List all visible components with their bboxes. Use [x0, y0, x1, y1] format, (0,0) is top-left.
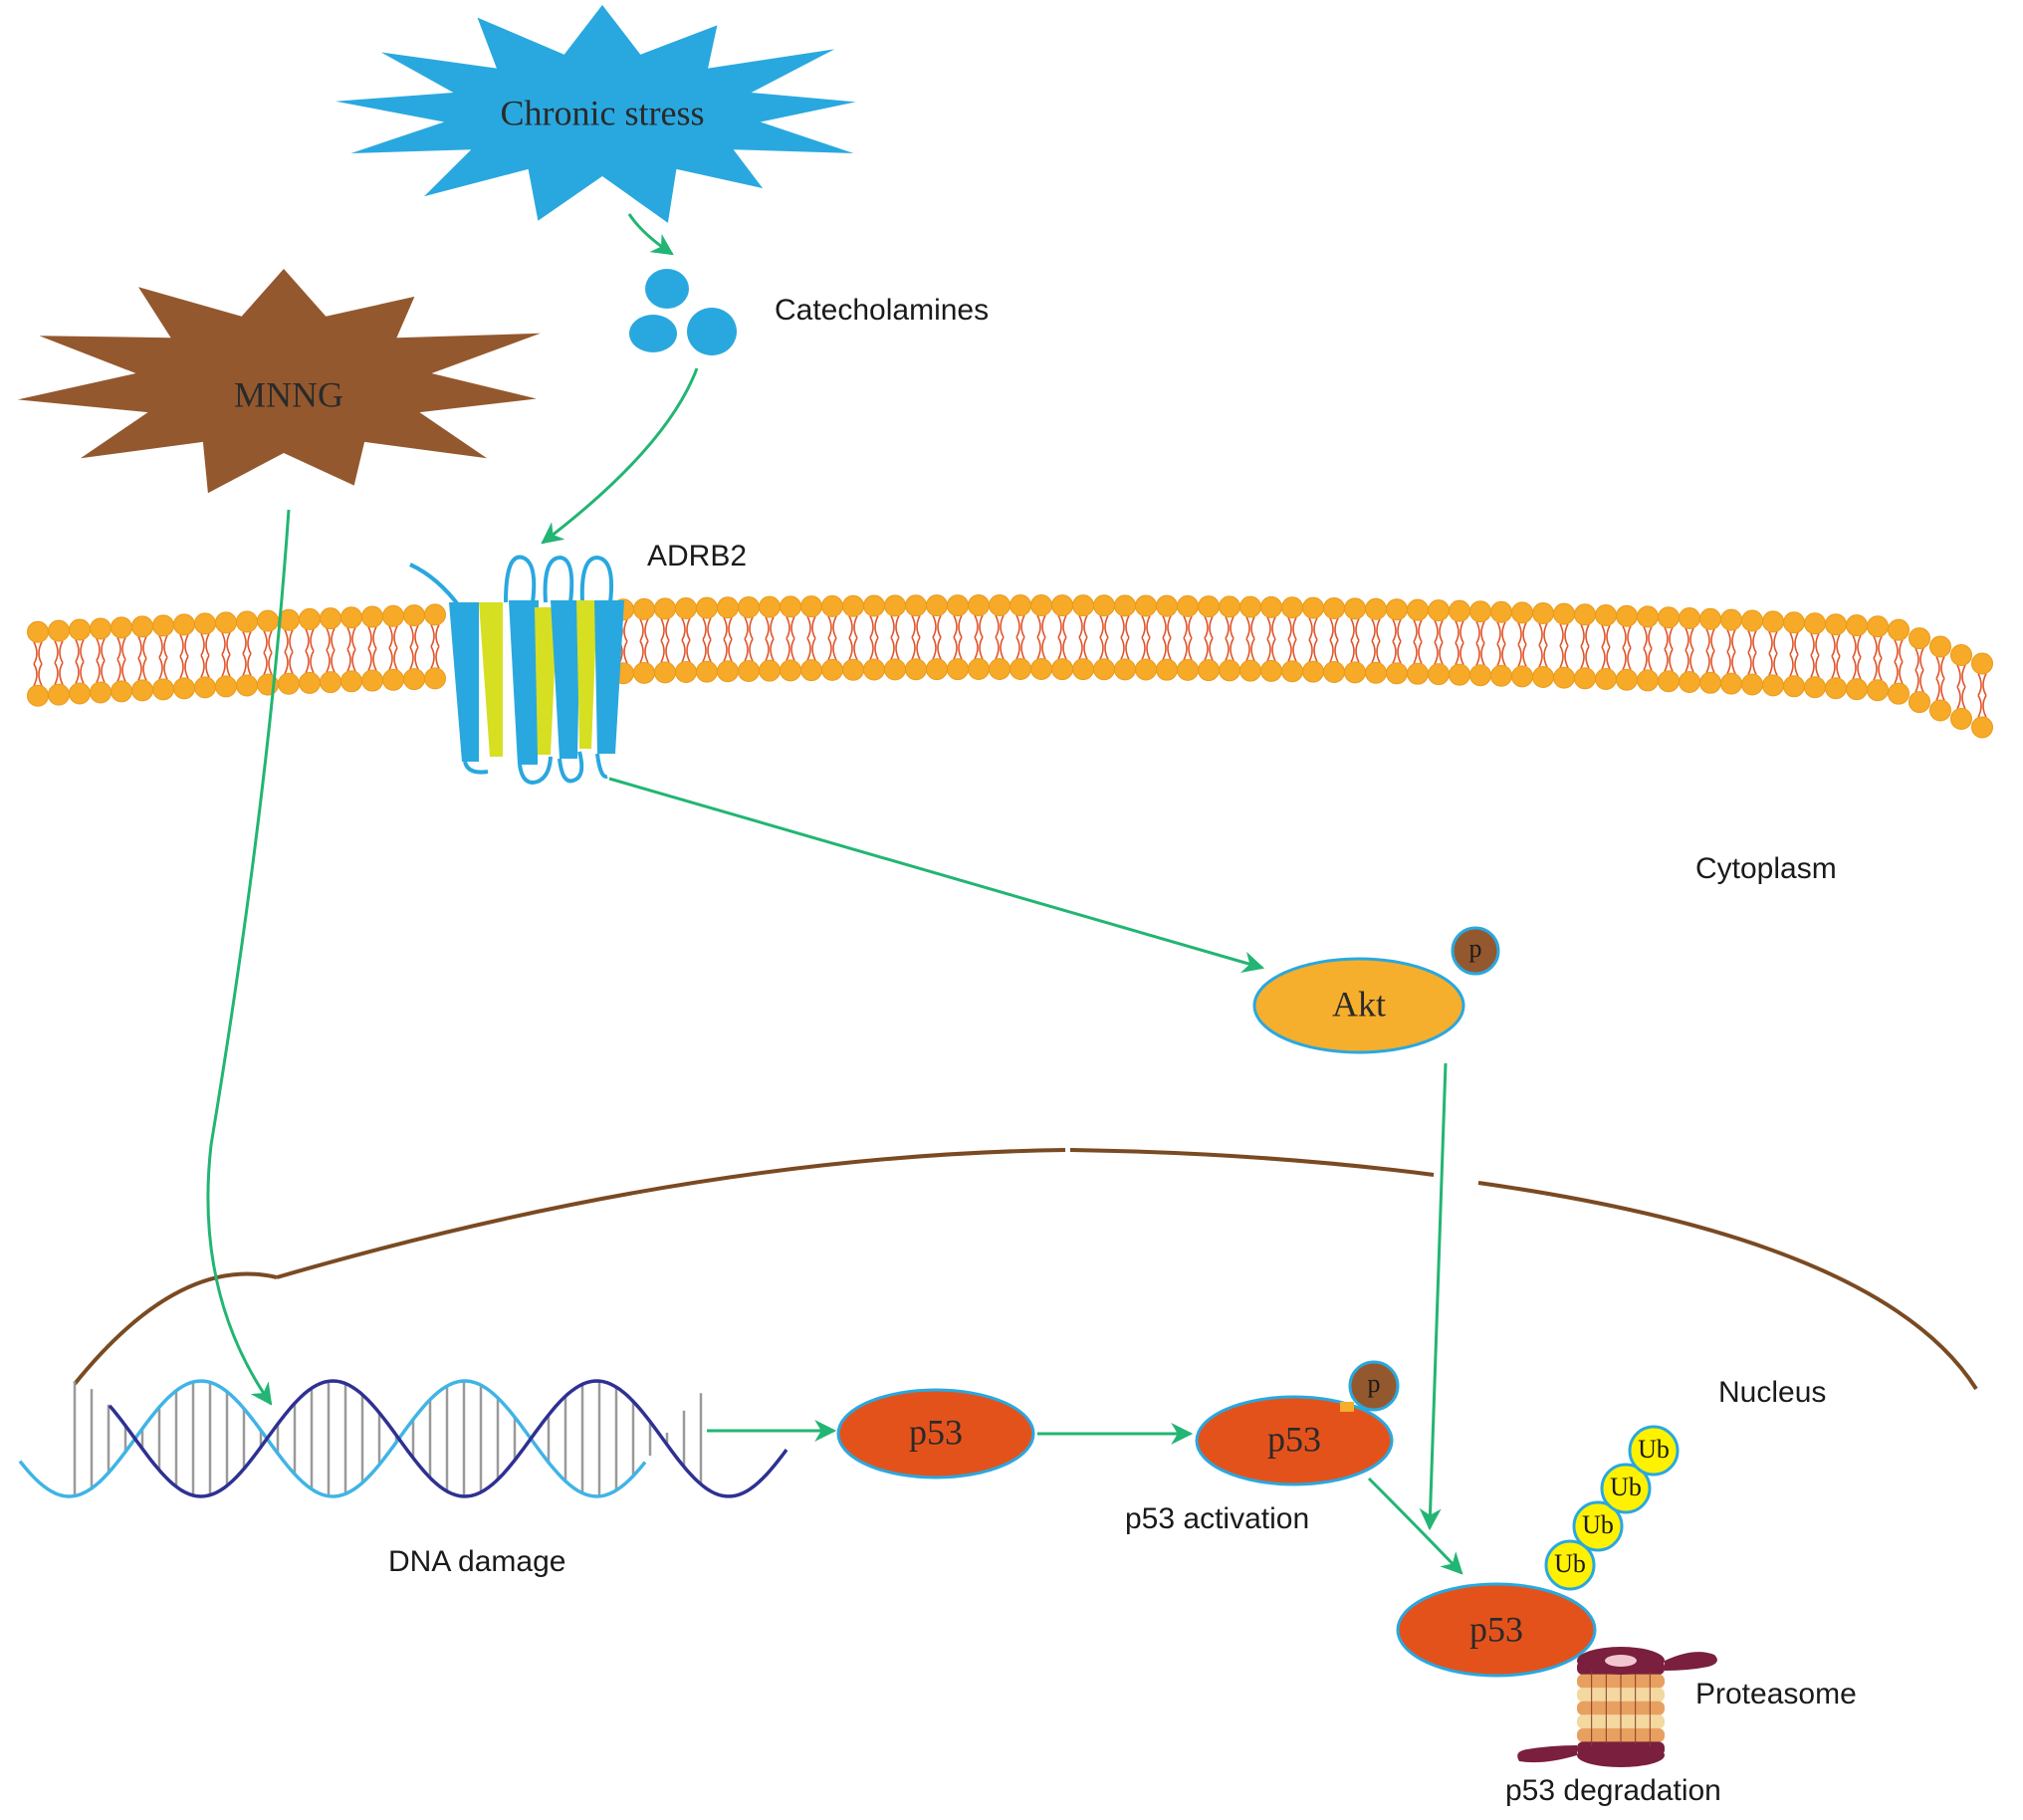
adrb2-receptor	[409, 555, 624, 785]
p53-activation-label: p53 activation	[1125, 1502, 1309, 1535]
arrow-adrb2-to-akt	[608, 777, 1265, 974]
p53-label-degraded: p53	[1469, 1609, 1523, 1649]
p53-label-basal: p53	[909, 1412, 963, 1452]
arrow-activated-to-degradation	[1367, 1477, 1463, 1575]
catecholamines-molecules	[629, 269, 737, 355]
cell-membrane	[27, 594, 1993, 739]
akt-phospho-label: p	[1469, 934, 1482, 963]
svg-text:Ub: Ub	[1610, 1473, 1642, 1501]
svg-text:Ub: Ub	[1554, 1549, 1586, 1578]
mnng-burst: MNNG	[17, 269, 541, 494]
chronic-stress-label: Chronic stress	[501, 93, 705, 132]
akt-node: Akt	[1252, 957, 1465, 1054]
arrow-catecholamines-to-adrb2	[541, 367, 699, 545]
dna-double-helix	[18, 1379, 788, 1498]
arrow-stress-to-catecholamines	[627, 213, 674, 256]
cytoplasm-label: Cytoplasm	[1695, 852, 1837, 885]
proteasome-label: Proteasome	[1695, 1678, 1857, 1710]
ubiquitin-3: Ub	[1600, 1463, 1652, 1514]
arrow-mnng-to-dna	[206, 509, 291, 1406]
ubiquitin-chain: Ub Ub Ub Ub	[1544, 1425, 1680, 1591]
svg-text:Ub: Ub	[1638, 1435, 1670, 1464]
ubiquitin-2: Ub	[1572, 1500, 1624, 1552]
akt-phospho-group: p	[1451, 926, 1500, 976]
p53-node-degraded: p53	[1396, 1582, 1597, 1678]
proteasome	[1517, 1647, 1717, 1767]
nucleus-label: Nucleus	[1718, 1376, 1826, 1409]
p53-degradation-label: p53 degradation	[1505, 1774, 1721, 1807]
p53-node-activated: p53	[1195, 1395, 1394, 1486]
p53-label-activated: p53	[1267, 1419, 1321, 1459]
svg-text:Ub: Ub	[1582, 1510, 1614, 1539]
p53-node-basal: p53	[836, 1388, 1035, 1479]
akt-label: Akt	[1332, 984, 1386, 1024]
ubiquitin-1: Ub	[1544, 1539, 1596, 1591]
adrb2-label: ADRB2	[647, 540, 747, 572]
p53-phospho-label: p	[1368, 1369, 1381, 1398]
dna-damage-label: DNA damage	[388, 1545, 565, 1578]
arrow-akt-to-degradation	[1419, 1062, 1448, 1531]
pathway-arrows	[206, 213, 1463, 1575]
p53-phospho-group: p	[1340, 1360, 1400, 1412]
catecholamines-label: Catecholamines	[775, 294, 989, 327]
ubiquitin-4: Ub	[1628, 1425, 1680, 1477]
chronic-stress-burst: Chronic stress	[336, 5, 856, 223]
nucleus-envelope	[73, 1148, 1978, 1391]
mnng-label: MNNG	[234, 374, 343, 414]
